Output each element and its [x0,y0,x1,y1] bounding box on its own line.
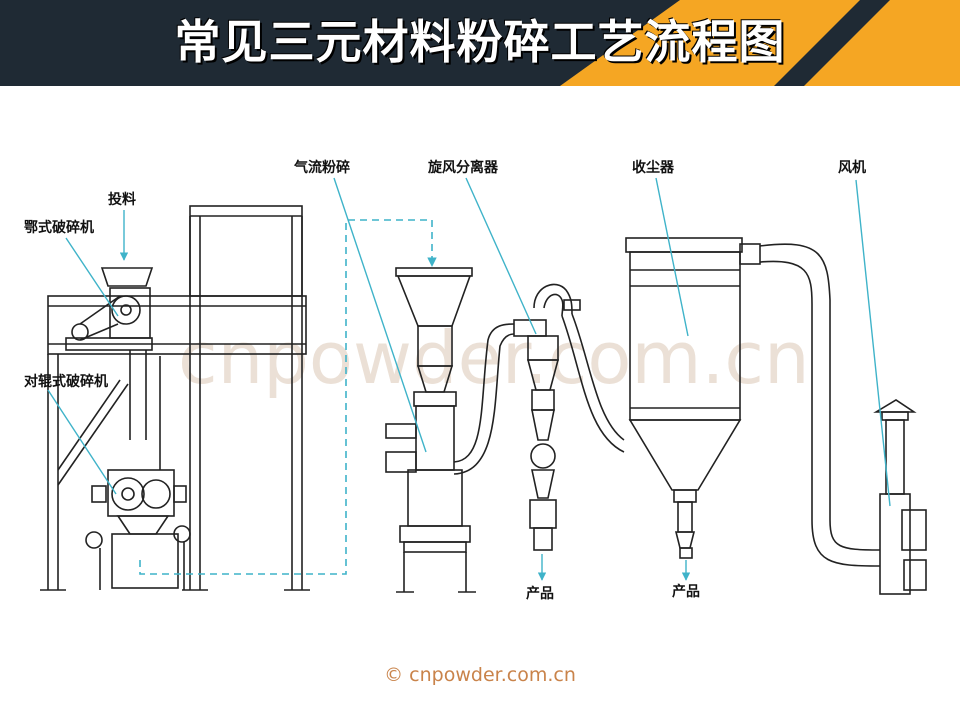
leader-fan [855,179,891,507]
jet-mill [385,267,515,593]
leader-lines [47,177,891,507]
label-product-2: 产品 [672,583,700,600]
label-cyclone: 旋风分离器 [427,159,499,176]
leader-cyclone [465,177,537,335]
label-jet-mill: 气流粉碎 [293,159,350,176]
label-product-1: 产品 [526,585,554,602]
leader-dust-collector [655,177,689,337]
leader-roller-crusher [47,389,117,495]
crusher-frame [40,205,310,591]
page-title: 常见三元材料粉碎工艺流程图 [174,15,786,69]
label-roller-crusher: 对辊式破碎机 [24,373,108,390]
cyclone-separator [513,283,625,551]
label-fan: 风机 [838,159,866,176]
leader-jet-mill [333,177,427,453]
label-jaw-crusher: 鄂式破碎机 [24,219,94,236]
leader-jaw-crusher [65,237,119,317]
label-dust-collector: 收尘器 [632,159,675,176]
feed-dashed-line [139,219,437,575]
label-feed: 投料 [108,191,136,208]
fan-unit [873,399,927,595]
process-diagram: cnpowder.com.cn [24,159,927,602]
title-banner: 常见三元材料粉碎工艺流程图 [0,0,960,86]
copyright-footer: © cnpowder.com.cn [384,664,576,686]
dust-collector [625,237,881,567]
